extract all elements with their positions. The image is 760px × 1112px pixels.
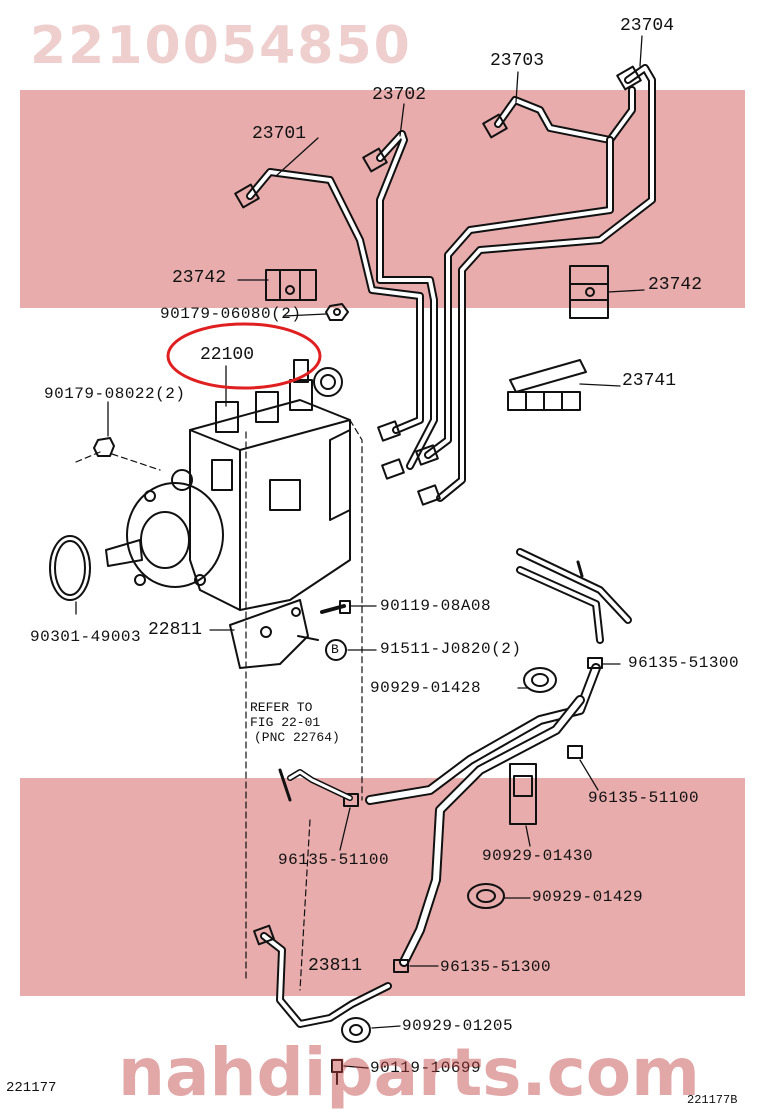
refer-note-line-1: REFER TO	[250, 700, 313, 715]
label-22811[interactable]: 22811	[148, 620, 203, 640]
watermark-band-bottom	[20, 778, 745, 996]
hose-clip-90929-01428	[523, 667, 557, 693]
refer-note-line-3: (PNC 22764)	[254, 730, 340, 745]
label-23703[interactable]: 23703	[490, 51, 545, 71]
pipe-nut-icon	[417, 484, 441, 506]
injection-pump-22100	[105, 359, 351, 611]
label-91511-j0820[interactable]: 91511-J0820(2)	[380, 640, 522, 658]
pipe-nut-icon	[482, 113, 508, 139]
injection-pipe-23704	[436, 64, 656, 502]
label-90301-49003[interactable]: 90301-49003	[30, 628, 142, 646]
label-90179-06080[interactable]: 90179-06080(2)	[160, 305, 302, 323]
pipe-nut-icon	[362, 147, 388, 173]
o-ring-inner	[54, 540, 86, 596]
figure-code-left: 221177	[6, 1080, 57, 1096]
label-90929-01428[interactable]: 90929-01428	[370, 679, 482, 697]
hose-clamp-96135-51300-b	[393, 959, 409, 973]
pipe-clamp-23741	[507, 359, 587, 411]
union-bolt-90929-01205	[341, 1017, 371, 1043]
pipe-clamp-23742-left	[265, 269, 317, 301]
bolt-90119-10699	[331, 1059, 343, 1085]
label-22100[interactable]: 22100	[200, 345, 255, 365]
label-23811[interactable]: 23811	[308, 956, 363, 976]
label-90179-08022[interactable]: 90179-08022(2)	[44, 385, 186, 403]
nut-90179-06080	[325, 303, 349, 321]
figure-code-right: 221177B	[687, 1093, 738, 1107]
label-23702[interactable]: 23702	[372, 85, 427, 105]
injection-pipe-23701	[246, 168, 424, 434]
label-96135-51100-a[interactable]: 96135-51100	[588, 789, 700, 807]
label-96135-51100-b[interactable]: 96135-51100	[278, 851, 390, 869]
pipe-nut-icon	[381, 458, 405, 480]
label-96135-51300-a[interactable]: 96135-51300	[628, 654, 740, 672]
fuel-return-pipe	[516, 548, 632, 644]
fuel-hose-main	[365, 663, 601, 967]
watermark-part-number: 2210054850	[30, 16, 412, 76]
callout-b-circle	[325, 639, 347, 661]
injection-pipe-23703	[424, 86, 636, 459]
pipe-nut-icon	[234, 183, 260, 209]
label-90929-01430[interactable]: 90929-01430	[482, 847, 594, 865]
pipe-nut-icon	[616, 65, 642, 91]
label-23701[interactable]: 23701	[252, 124, 307, 144]
hose-clamp-96135-51100-a	[567, 745, 583, 759]
label-96135-51300-b[interactable]: 96135-51300	[440, 958, 552, 976]
hose-clamp-96135-51300-a	[587, 657, 603, 669]
label-90119-10699[interactable]: 90119-10699	[370, 1059, 482, 1077]
hose-clip-90929-01430	[509, 763, 537, 825]
fuel-pipe-23811	[253, 924, 392, 1028]
bracket-22811	[229, 599, 309, 669]
label-90119-08a08[interactable]: 90119-08A08	[380, 597, 492, 615]
highlight-ring	[166, 322, 322, 390]
label-23741[interactable]: 23741	[622, 371, 677, 391]
hose-clip-90929-01429	[467, 883, 505, 909]
pipe-nut-icon	[377, 420, 401, 442]
label-90929-01429[interactable]: 90929-01429	[532, 888, 644, 906]
refer-note-line-2: FIG 22-01	[250, 715, 321, 730]
watermark-site-name: nahdiparts.com	[118, 1034, 700, 1111]
overflow-pipe	[278, 768, 353, 802]
bolt-91511-j0820	[297, 635, 319, 641]
label-90929-01205[interactable]: 90929-01205	[402, 1017, 514, 1035]
bolt-90119-08a08	[320, 600, 351, 614]
o-ring-90301-49003	[49, 535, 91, 601]
label-23742-left[interactable]: 23742	[172, 268, 227, 288]
label-23742-right[interactable]: 23742	[648, 275, 703, 295]
pipe-clamp-23742-right	[569, 265, 609, 319]
callout-b-letter: B	[331, 642, 340, 657]
hose-clamp-96135-51100-b	[343, 793, 359, 807]
nut-90179-08022	[93, 437, 115, 457]
injection-pipe-23702	[376, 130, 438, 470]
label-23704[interactable]: 23704	[620, 16, 675, 36]
pipe-nut-icon	[415, 444, 439, 466]
